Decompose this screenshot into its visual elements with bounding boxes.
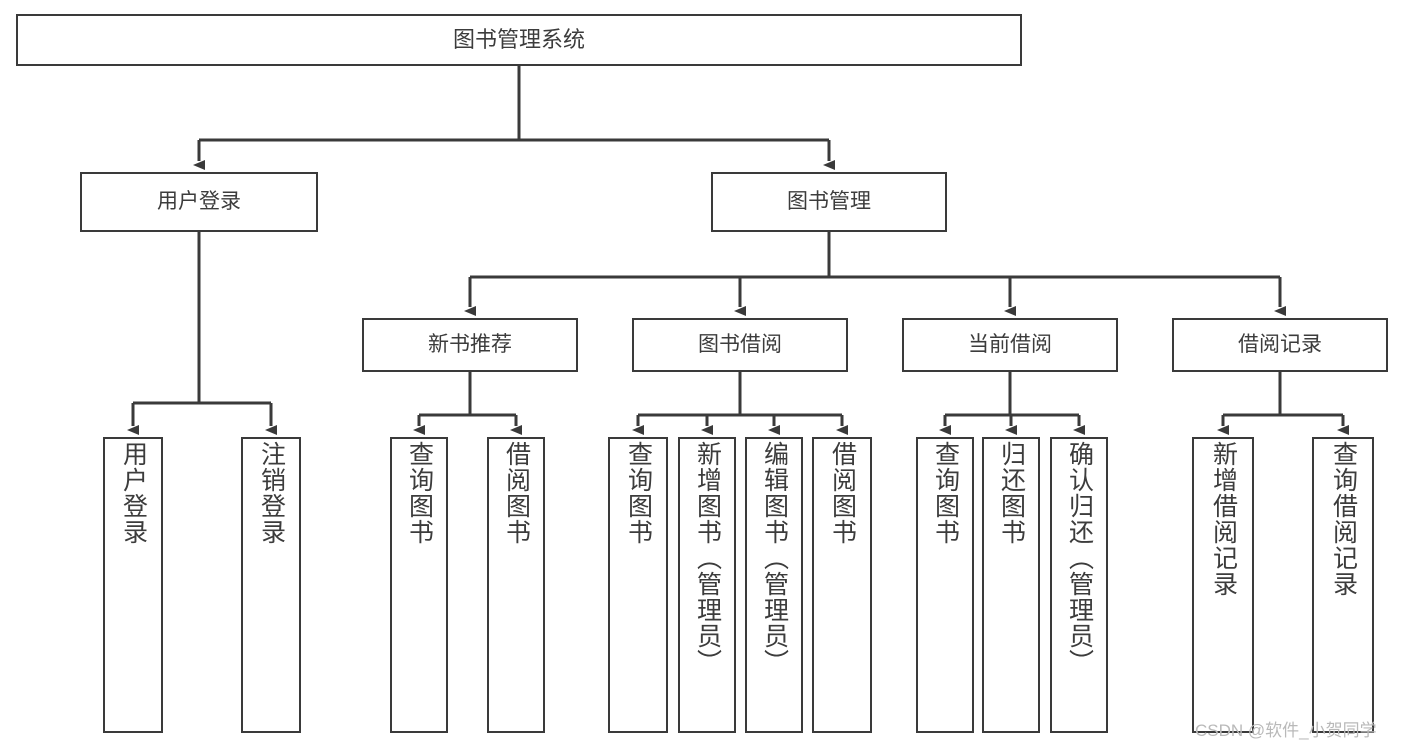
node-leaf-cur-return[interactable]: 归还图书: [982, 437, 1040, 733]
node-current-borrow[interactable]: 当前借阅: [902, 318, 1118, 372]
node-leaf-borrow-do[interactable]: 借阅图书: [812, 437, 872, 733]
node-label-user-login: 用户登录: [157, 190, 241, 214]
edges: [127, 66, 1349, 435]
node-user-login[interactable]: 用户登录: [80, 172, 318, 232]
node-label-leaf-cur-return: 归还图书: [997, 441, 1026, 545]
node-label-leaf-borrow-do: 借阅图书: [828, 441, 857, 545]
node-book-borrow[interactable]: 图书借阅: [632, 318, 848, 372]
node-leaf-borrow-query[interactable]: 查询图书: [608, 437, 668, 733]
node-leaf-user-login[interactable]: 用户登录: [103, 437, 163, 733]
node-label-current-borrow: 当前借阅: [968, 333, 1052, 357]
node-leaf-borrow-edit[interactable]: 编辑图书（管理员）: [745, 437, 803, 733]
node-leaf-borrow-add[interactable]: 新增图书（管理员）: [678, 437, 736, 733]
node-leaf-rec-search[interactable]: 查询借阅记录: [1312, 437, 1374, 733]
node-label-book-manage: 图书管理: [787, 190, 871, 214]
node-label-borrow-record: 借阅记录: [1238, 333, 1322, 357]
node-label-leaf-user-login: 用户登录: [119, 441, 148, 545]
node-label-new-book-rec: 新书推荐: [428, 333, 512, 357]
node-label-leaf-rec-add: 新增借阅记录: [1209, 441, 1238, 597]
node-label-leaf-rec-search: 查询借阅记录: [1329, 441, 1358, 597]
node-book-manage[interactable]: 图书管理: [711, 172, 947, 232]
node-leaf-rec-query[interactable]: 查询图书: [390, 437, 448, 733]
node-label-leaf-user-logout: 注销登录: [257, 441, 286, 545]
node-label-leaf-rec-borrow: 借阅图书: [502, 441, 531, 545]
node-leaf-user-logout[interactable]: 注销登录: [241, 437, 301, 733]
node-label-root: 图书管理系统: [452, 26, 585, 52]
node-label-leaf-cur-query: 查询图书: [931, 441, 960, 545]
node-label-leaf-borrow-query: 查询图书: [624, 441, 653, 545]
node-label-leaf-rec-query: 查询图书: [405, 441, 434, 545]
node-label-leaf-borrow-add: 新增图书（管理员）: [693, 441, 722, 675]
node-label-leaf-borrow-edit: 编辑图书（管理员）: [760, 441, 789, 675]
node-root[interactable]: 图书管理系统: [16, 14, 1022, 66]
node-new-book-rec[interactable]: 新书推荐: [362, 318, 578, 372]
node-borrow-record[interactable]: 借阅记录: [1172, 318, 1388, 372]
node-leaf-rec-borrow[interactable]: 借阅图书: [487, 437, 545, 733]
node-label-book-borrow: 图书借阅: [698, 333, 782, 357]
node-leaf-rec-add[interactable]: 新增借阅记录: [1192, 437, 1254, 733]
node-leaf-cur-query[interactable]: 查询图书: [916, 437, 974, 733]
node-leaf-cur-confirm[interactable]: 确认归还（管理员）: [1050, 437, 1108, 733]
node-label-leaf-cur-confirm: 确认归还（管理员）: [1065, 441, 1094, 675]
